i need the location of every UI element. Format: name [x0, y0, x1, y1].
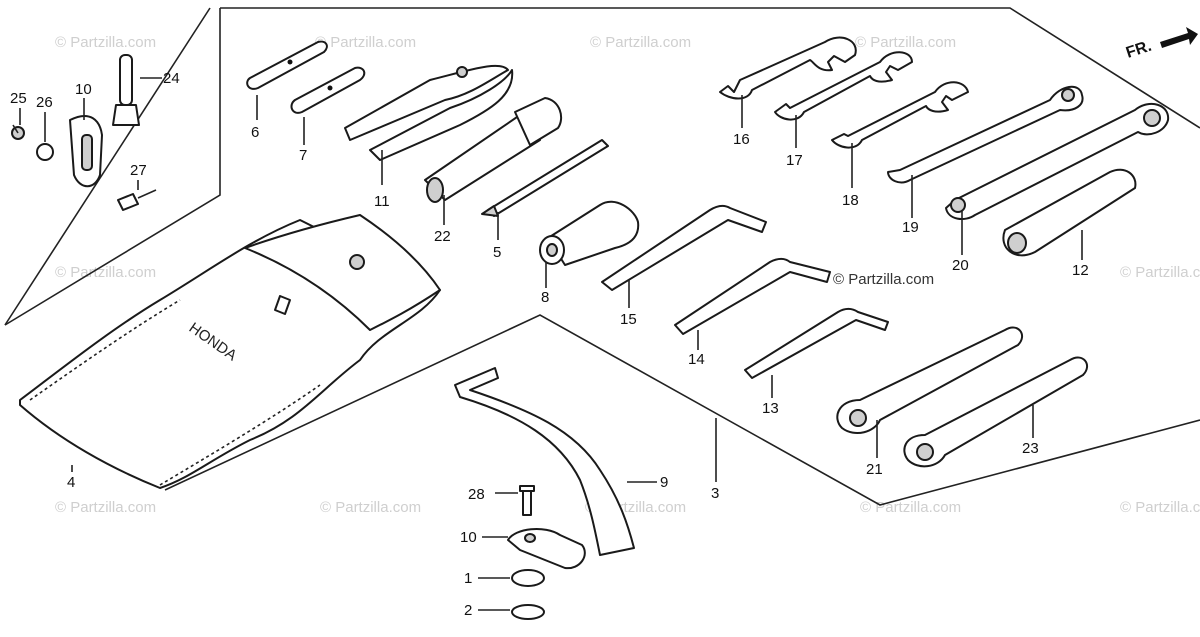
callout-15: 15	[620, 311, 637, 328]
watermark-text: © Partzilla.com	[315, 34, 416, 51]
part-fasteners-top-left	[11, 54, 157, 211]
callout-10-top: 10	[75, 81, 92, 98]
callout-leaders	[19, 77, 1083, 611]
callout-10-bottom: 10	[460, 529, 477, 546]
watermark-text: © Partzilla.com	[55, 499, 156, 516]
callout-2: 2	[464, 602, 472, 619]
part-bottom-hardware	[507, 485, 586, 620]
part-hex-keys	[601, 204, 889, 379]
callout-labels: 6 7 11 22 5 8 15 14 13 16 17 18 19 20 12…	[10, 70, 1089, 619]
callout-16: 16	[733, 131, 750, 148]
callout-9: 9	[660, 474, 668, 491]
boundary-line	[164, 314, 1200, 506]
callout-22: 22	[434, 228, 451, 245]
part-plates	[246, 40, 366, 114]
callout-7: 7	[299, 147, 307, 164]
front-arrow-icon	[1160, 27, 1198, 48]
boundary-line	[4, 8, 221, 326]
callout-14: 14	[688, 351, 705, 368]
watermark-text: © Partzilla.com	[1120, 499, 1200, 516]
front-label: FR.	[1124, 38, 1154, 62]
part-open-end-wrenches	[719, 36, 969, 149]
callout-17: 17	[786, 152, 803, 169]
front-direction-marker: FR.	[1124, 27, 1198, 62]
callout-20: 20	[952, 257, 969, 274]
part-box-wrenches	[887, 85, 1170, 221]
watermark-text: © Partzilla.com	[1120, 264, 1200, 281]
watermark-text: © Partzilla.com	[833, 271, 934, 288]
callout-26: 26	[36, 94, 53, 111]
part-handle-grip	[1002, 168, 1137, 257]
callout-27: 27	[130, 162, 147, 179]
callout-21: 21	[866, 461, 883, 478]
callout-19: 19	[902, 219, 919, 236]
callout-24: 24	[163, 70, 180, 87]
callout-25: 25	[10, 90, 27, 107]
watermark-text: © Partzilla.com	[55, 34, 156, 51]
part-socket-wrench	[424, 97, 563, 203]
callout-3: 3	[711, 485, 719, 502]
part-screwdriver-handle	[539, 200, 640, 266]
watermark-text: © Partzilla.com	[55, 264, 156, 281]
boundary-line	[4, 7, 211, 326]
callout-28: 28	[468, 486, 485, 503]
callout-1: 1	[464, 570, 472, 587]
watermark-text: © Partzilla.com	[320, 499, 421, 516]
callout-6: 6	[251, 124, 259, 141]
callout-12: 12	[1072, 262, 1089, 279]
watermark-text: © Partzilla.com	[855, 34, 956, 51]
part-screwdriver-shaft	[481, 139, 609, 217]
watermark-text: © Partzilla.com	[590, 34, 691, 51]
group-boundary-lines	[4, 7, 1200, 506]
callout-11: 11	[374, 193, 390, 210]
part-strap	[454, 367, 635, 556]
part-spanners	[836, 326, 1089, 468]
callout-18: 18	[842, 192, 859, 209]
callout-4: 4	[67, 474, 75, 491]
callout-5: 5	[493, 244, 501, 261]
callout-23: 23	[1022, 440, 1039, 457]
boundary-line	[220, 7, 1200, 129]
callout-13: 13	[762, 400, 779, 417]
callout-8: 8	[541, 289, 549, 306]
part-tool-bag: HONDA	[19, 214, 441, 489]
part-pliers	[344, 64, 514, 161]
